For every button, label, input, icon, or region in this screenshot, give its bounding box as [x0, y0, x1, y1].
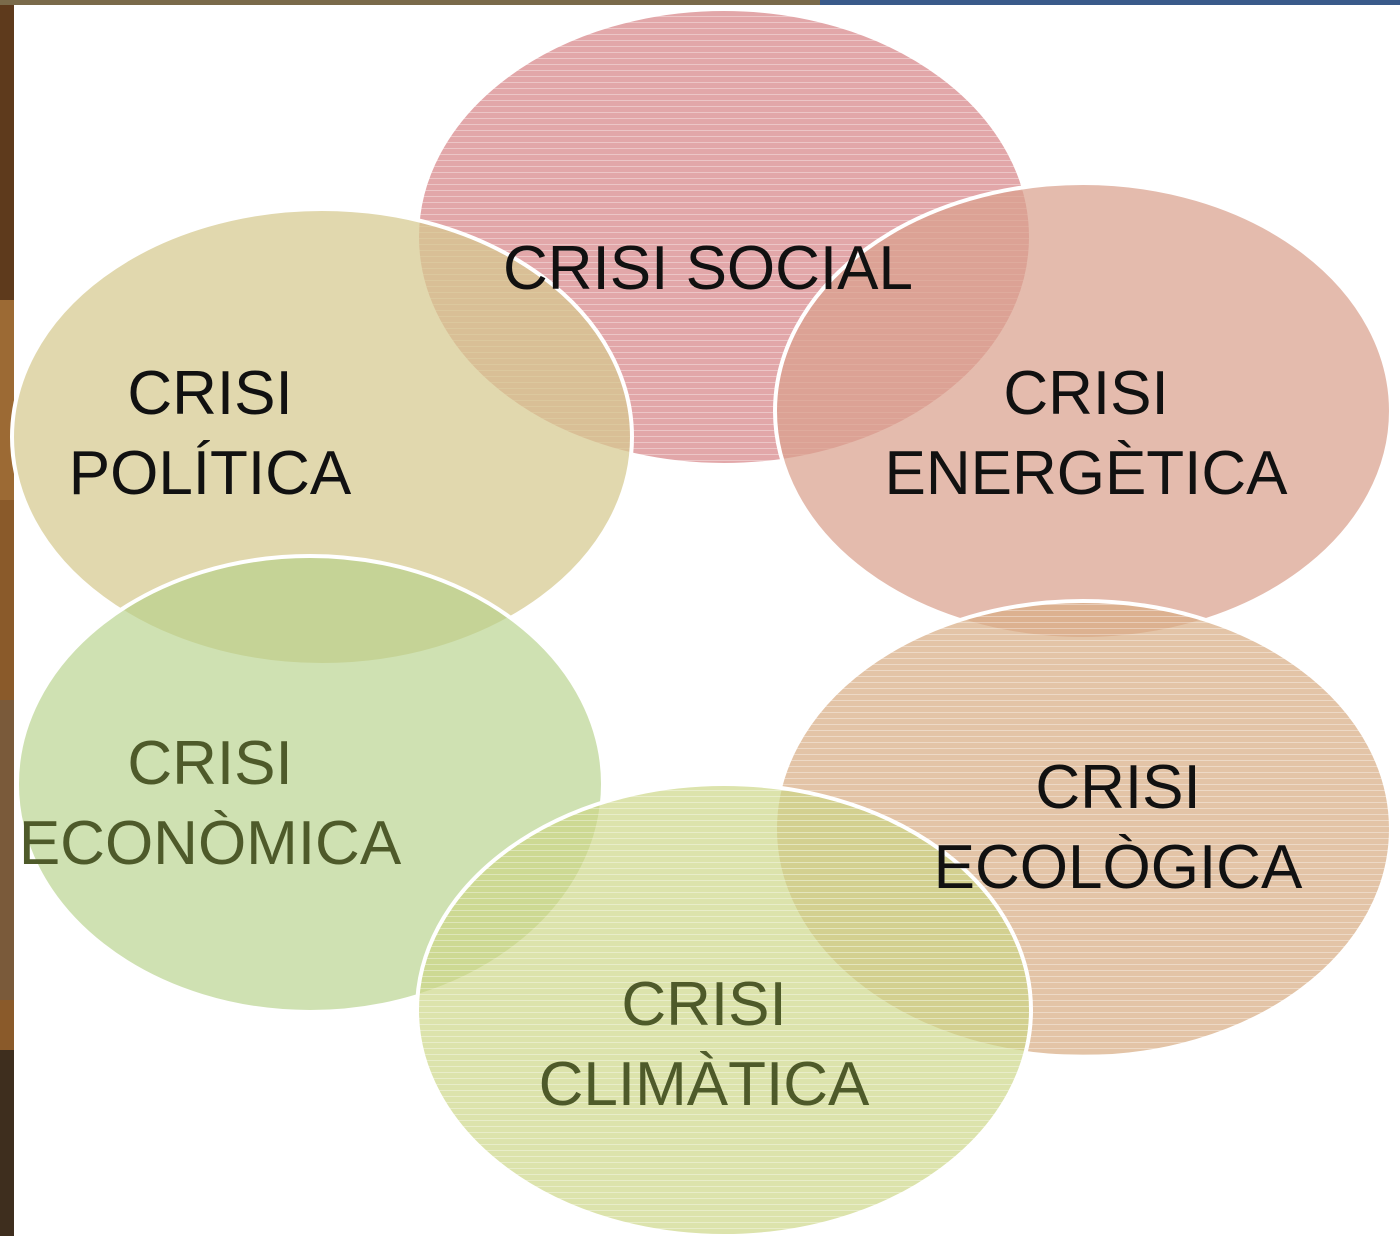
label-crisi-social-text: CRISI SOCIAL: [503, 234, 913, 303]
label-crisi-politica: CRISI POLÍTICA: [30, 354, 390, 514]
label-crisi-economica-line2: ECONÒMICA: [18, 809, 402, 878]
background-photo-strip: [0, 0, 14, 1236]
label-crisi-energetica: CRISI ENERGÈTICA: [880, 354, 1292, 514]
label-crisi-ecologica: CRISI ECOLÒGICA: [918, 748, 1318, 908]
label-crisi-politica-line2: POLÍTICA: [68, 439, 352, 508]
label-crisi-ecologica-line1: CRISI: [1035, 753, 1201, 822]
label-crisi-economica-line1: CRISI: [127, 729, 293, 798]
label-crisi-climatica: CRISI CLIMÀTICA: [504, 965, 904, 1125]
label-crisi-energetica-line2: ENERGÈTICA: [884, 439, 1288, 508]
label-crisi-climatica-line1: CRISI: [621, 970, 787, 1039]
ellipse-climatica: [415, 782, 1033, 1238]
top-banner-strip: [0, 0, 1400, 5]
label-crisi-social: CRISI SOCIAL: [458, 229, 958, 309]
label-crisi-politica-line1: CRISI: [127, 359, 293, 428]
label-crisi-energetica-line1: CRISI: [1003, 359, 1169, 428]
label-crisi-climatica-line2: CLIMÀTICA: [538, 1050, 870, 1119]
label-crisi-economica: CRISI ECONÒMICA: [10, 724, 410, 884]
label-crisi-ecologica-line2: ECOLÒGICA: [933, 833, 1303, 902]
